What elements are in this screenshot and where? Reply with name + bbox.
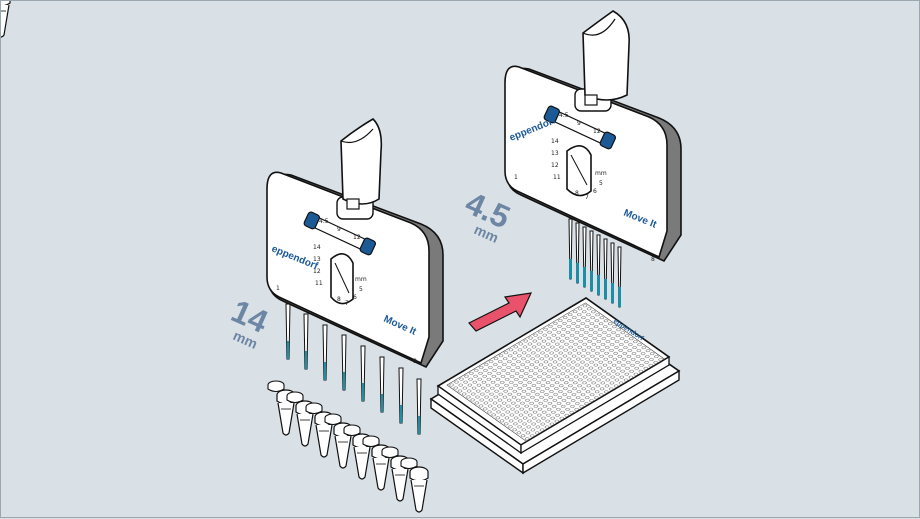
scale-label: 12 bbox=[593, 128, 601, 135]
pcr-tube-strip bbox=[1, 1, 429, 513]
dial-number: 6 bbox=[593, 188, 597, 195]
dial-number: 13 bbox=[551, 150, 559, 157]
scale-label: 12 bbox=[353, 234, 361, 241]
right-spacing-measurement: 4.5 mm bbox=[460, 185, 515, 246]
dial-number: 14 bbox=[313, 244, 321, 251]
transfer-arrow-icon bbox=[468, 292, 533, 332]
dial-number: 7 bbox=[345, 300, 349, 307]
microplate-icon: eppendorf bbox=[429, 297, 681, 475]
scale-label: 9 bbox=[577, 120, 581, 127]
channel-first-label: 1 bbox=[276, 285, 280, 292]
dial-number: 14 bbox=[551, 138, 559, 145]
left-scale-window: 4.5 9 12 bbox=[303, 211, 377, 256]
dial-number: 5 bbox=[599, 180, 603, 187]
scale-label: 9 bbox=[337, 226, 341, 233]
left-pipette-handle-icon bbox=[336, 117, 383, 220]
right-spacing-dial[interactable]: 14 13 12 11 8 7 6 5 mm bbox=[551, 138, 607, 201]
channel-first-label: 1 bbox=[514, 174, 518, 181]
dial-number: 11 bbox=[315, 280, 323, 287]
dial-number: 12 bbox=[313, 268, 321, 275]
left-pipette-tips bbox=[285, 303, 422, 435]
dial-number: 7 bbox=[585, 194, 589, 201]
dial-number: 12 bbox=[551, 162, 559, 169]
dial-number: 11 bbox=[553, 174, 561, 181]
left-pipette: 4.5 9 12 14 13 12 11 8 7 6 5 mm eppendor… bbox=[266, 117, 444, 435]
right-scale-window: 4.5 9 12 bbox=[543, 105, 617, 150]
pcr-tube-icon bbox=[1, 1, 11, 38]
dial-number: 8 bbox=[337, 296, 341, 303]
right-pipette-tips bbox=[568, 218, 622, 308]
dial-unit: mm bbox=[595, 170, 607, 177]
dial-number: 6 bbox=[353, 294, 357, 301]
right-pipette: 4.5 9 12 14 13 12 11 8 7 6 5 mm eppendor… bbox=[504, 10, 682, 308]
scale-label: 4.5 bbox=[319, 218, 329, 225]
scale-label: 4.5 bbox=[559, 112, 569, 119]
channel-last-label: 8 bbox=[413, 358, 417, 365]
dial-number: 5 bbox=[359, 286, 363, 293]
channel-last-label: 8 bbox=[651, 256, 655, 263]
dial-number: 13 bbox=[313, 256, 321, 263]
dial-unit: mm bbox=[355, 276, 367, 283]
right-pipette-handle-icon bbox=[574, 10, 630, 112]
left-spacing-measurement: 14 mm bbox=[226, 293, 273, 352]
left-spacing-dial[interactable]: 14 13 12 11 8 7 6 5 mm bbox=[313, 244, 367, 307]
dial-number: 8 bbox=[575, 190, 579, 197]
